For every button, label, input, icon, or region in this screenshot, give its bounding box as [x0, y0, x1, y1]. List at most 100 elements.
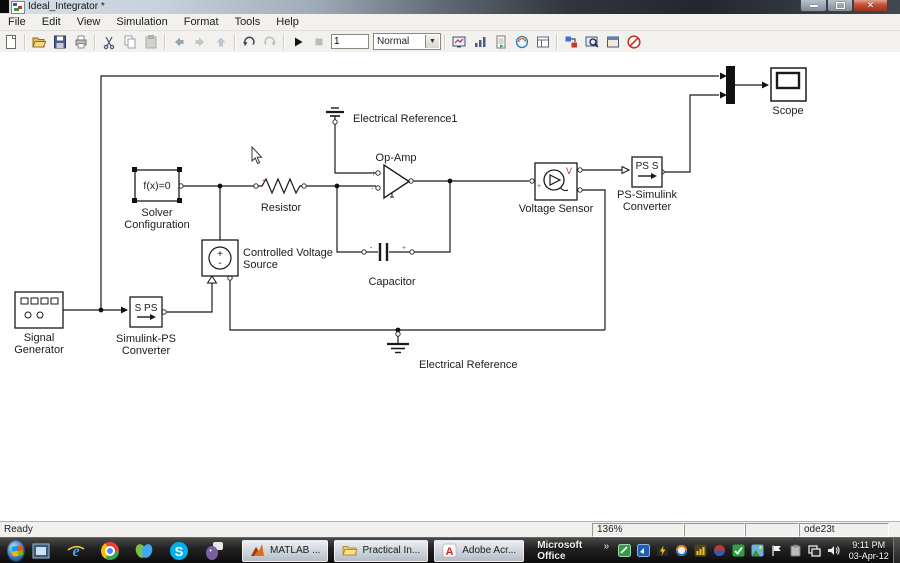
tray-media-icon[interactable]: [712, 544, 726, 558]
sim-time-input[interactable]: [331, 34, 369, 49]
svg-text:A: A: [446, 546, 454, 558]
skype-icon[interactable]: S: [169, 540, 189, 561]
block-ps-simulink-converter[interactable]: PS S PS-Simulink Converter: [617, 156, 677, 213]
open-model-icon[interactable]: [28, 32, 49, 52]
status-bar: Ready 136% ode23t: [0, 521, 900, 538]
dropdown-arrow-icon[interactable]: ▼: [425, 35, 439, 48]
label-cvs-2: Source: [243, 259, 278, 271]
paste-icon[interactable]: [140, 32, 161, 52]
label-op-amp: Op-Amp: [376, 152, 417, 164]
restore-button[interactable]: [827, 0, 853, 12]
simulink-library-icon[interactable]: [560, 32, 581, 52]
opamp-plus-mark: +: [371, 169, 376, 178]
model-report-icon[interactable]: [490, 32, 511, 52]
block-op-amp[interactable]: + - Op-Amp: [371, 152, 417, 200]
resistor-plus-mark: +: [262, 178, 266, 185]
model-browser-icon[interactable]: [448, 32, 469, 52]
block-scope[interactable]: Scope: [770, 67, 807, 117]
save-icon[interactable]: [49, 32, 70, 52]
block-electrical-reference[interactable]: Electrical Reference: [387, 336, 517, 371]
close-button[interactable]: ×: [853, 0, 888, 12]
update-diagram-icon[interactable]: [511, 32, 532, 52]
icon-text-ps-s: PS S: [636, 161, 659, 172]
taskbar-clock[interactable]: 9:11 PM 03-Apr-12: [848, 540, 889, 562]
menu-edit[interactable]: Edit: [41, 16, 61, 28]
minimize-button[interactable]: [800, 0, 827, 12]
label-signal-generator-1: Signal: [24, 332, 55, 344]
start-button[interactable]: [7, 539, 26, 562]
block-resistor[interactable]: + Resistor: [258, 177, 302, 214]
menu-file[interactable]: File: [8, 16, 26, 28]
window-title: Ideal_Integrator *: [28, 1, 105, 12]
sim-mode-dropdown[interactable]: Normal ▼: [373, 33, 441, 50]
debug-disabled-icon[interactable]: [623, 32, 644, 52]
target-window-icon[interactable]: [602, 32, 623, 52]
tray-display-icon[interactable]: [750, 544, 764, 558]
status-text: Ready: [4, 524, 33, 535]
block-signal-generator[interactable]: Signal Generator: [14, 291, 64, 356]
messenger-icon[interactable]: [134, 540, 154, 561]
menu-simulation[interactable]: Simulation: [116, 16, 168, 28]
run-icon[interactable]: [287, 32, 308, 52]
menu-help[interactable]: Help: [276, 16, 299, 28]
up-icon[interactable]: [210, 32, 231, 52]
taskbar-button-acrobat[interactable]: A Adobe Acr...: [434, 539, 525, 562]
tray-green-icon[interactable]: [617, 544, 631, 558]
copy-icon[interactable]: [119, 32, 140, 52]
signal-wires[interactable]: [63, 75, 762, 331]
label-solver-1: Solver: [141, 207, 173, 219]
folder-icon: [342, 546, 358, 556]
model-canvas[interactable]: Signal Generator S PS Simulink-PS Conver…: [0, 52, 900, 521]
taskbar-button-matlab[interactable]: MATLAB ...: [242, 539, 329, 562]
tray-blue-icon[interactable]: [636, 544, 650, 558]
forward-icon[interactable]: [189, 32, 210, 52]
corner-notch: [0, 0, 9, 13]
library-browser-icon[interactable]: [469, 32, 490, 52]
tray-update-icon[interactable]: [674, 544, 688, 558]
block-simulink-ps-converter[interactable]: S PS Simulink-PS Converter: [116, 296, 176, 357]
capacitor-plus-mark: +: [402, 245, 406, 252]
show-desktop-button[interactable]: [893, 537, 900, 563]
pidgin-icon[interactable]: [204, 540, 224, 561]
action-center-flag-icon[interactable]: [769, 544, 783, 558]
tray-power-icon[interactable]: [655, 544, 669, 558]
wire-junctions: [98, 178, 453, 333]
tray-dualview-icon[interactable]: [807, 544, 821, 558]
internet-explorer-icon[interactable]: e: [66, 540, 86, 561]
tray-clipboard-icon[interactable]: [788, 544, 802, 558]
toolbar-overflow-chevron[interactable]: »: [603, 541, 610, 552]
block-ports: [161, 119, 665, 337]
print-icon[interactable]: [70, 32, 91, 52]
new-model-icon[interactable]: [0, 32, 21, 52]
stop-icon[interactable]: [308, 32, 329, 52]
undo-icon[interactable]: [238, 32, 259, 52]
block-electrical-reference1[interactable]: Electrical Reference1: [326, 107, 458, 125]
explorer-icon[interactable]: [31, 540, 51, 561]
menu-view[interactable]: View: [76, 16, 101, 28]
block-mux[interactable]: [726, 66, 735, 104]
menu-tools[interactable]: Tools: [234, 16, 261, 28]
back-icon[interactable]: [168, 32, 189, 52]
find-in-model-icon[interactable]: [581, 32, 602, 52]
chrome-icon[interactable]: [101, 541, 120, 560]
model-explorer-icon[interactable]: [532, 32, 553, 52]
block-controlled-voltage-source[interactable]: + - Controlled Voltage Source: [201, 239, 333, 277]
tray-chart-icon[interactable]: [693, 544, 707, 558]
office-toolbar-label[interactable]: Microsoft Office: [537, 539, 583, 562]
zoom-level-cell: 136%: [592, 523, 684, 537]
taskbar-button-practical-label: Practical In...: [362, 545, 421, 556]
label-electrical-reference: Electrical Reference: [419, 359, 517, 371]
taskbar-button-practical-folder[interactable]: Practical In...: [334, 539, 429, 562]
block-voltage-sensor[interactable]: V + Voltage Sensor: [519, 162, 594, 215]
redo-icon[interactable]: [259, 32, 280, 52]
block-capacitor[interactable]: - + Capacitor: [368, 243, 416, 288]
label-cvs-1: Controlled Voltage: [243, 247, 333, 259]
cut-icon[interactable]: [98, 32, 119, 52]
menu-format[interactable]: Format: [183, 16, 219, 28]
block-solver-configuration[interactable]: f(x)=0 Solver Configuration: [124, 167, 190, 231]
tray-check-icon[interactable]: [731, 544, 745, 558]
simulink-app-icon: [11, 1, 25, 14]
volume-icon[interactable]: [826, 544, 840, 558]
chrome-icon-wrap[interactable]: [101, 540, 120, 561]
